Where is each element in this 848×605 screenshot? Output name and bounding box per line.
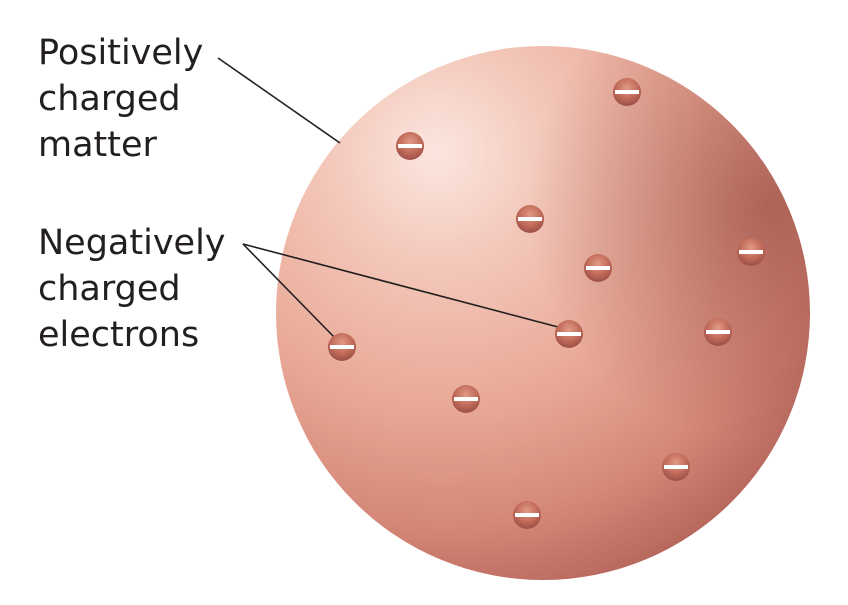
electron	[516, 205, 544, 233]
leader-line-positive	[217, 57, 341, 144]
minus-sign-icon	[515, 513, 539, 517]
positive-label-line-1: Positively	[38, 33, 204, 73]
electron	[513, 501, 541, 529]
minus-sign-icon	[664, 465, 688, 469]
minus-sign-icon	[557, 332, 581, 336]
minus-sign-icon	[330, 345, 354, 349]
negative-label-line-1: Negatively	[38, 223, 226, 263]
minus-sign-icon	[615, 90, 639, 94]
electron	[396, 132, 424, 160]
negative-electrons-label: Negatively charged electrons	[38, 220, 226, 358]
electron	[555, 320, 583, 348]
minus-sign-icon	[739, 250, 763, 254]
leader-lines	[217, 57, 559, 338]
electron	[662, 453, 690, 481]
minus-sign-icon	[706, 330, 730, 334]
electron	[584, 254, 612, 282]
sphere-shade	[276, 46, 810, 580]
electron	[737, 238, 765, 266]
positive-label-line-2: charged	[38, 79, 181, 119]
negative-label-line-3: electrons	[38, 315, 200, 355]
electron	[328, 333, 356, 361]
positive-matter-label: Positively charged matter	[38, 30, 203, 168]
leader-line-electron-left	[242, 243, 335, 338]
leader-line-electron-center	[242, 243, 559, 328]
minus-sign-icon	[586, 266, 610, 270]
electron	[452, 385, 480, 413]
minus-sign-icon	[518, 217, 542, 221]
negative-label-line-2: charged	[38, 269, 181, 309]
positive-label-line-3: matter	[38, 125, 157, 165]
positive-sphere	[276, 46, 810, 580]
minus-sign-icon	[454, 397, 478, 401]
electron	[613, 78, 641, 106]
minus-sign-icon	[398, 144, 422, 148]
electrons	[328, 78, 765, 529]
electron	[704, 318, 732, 346]
